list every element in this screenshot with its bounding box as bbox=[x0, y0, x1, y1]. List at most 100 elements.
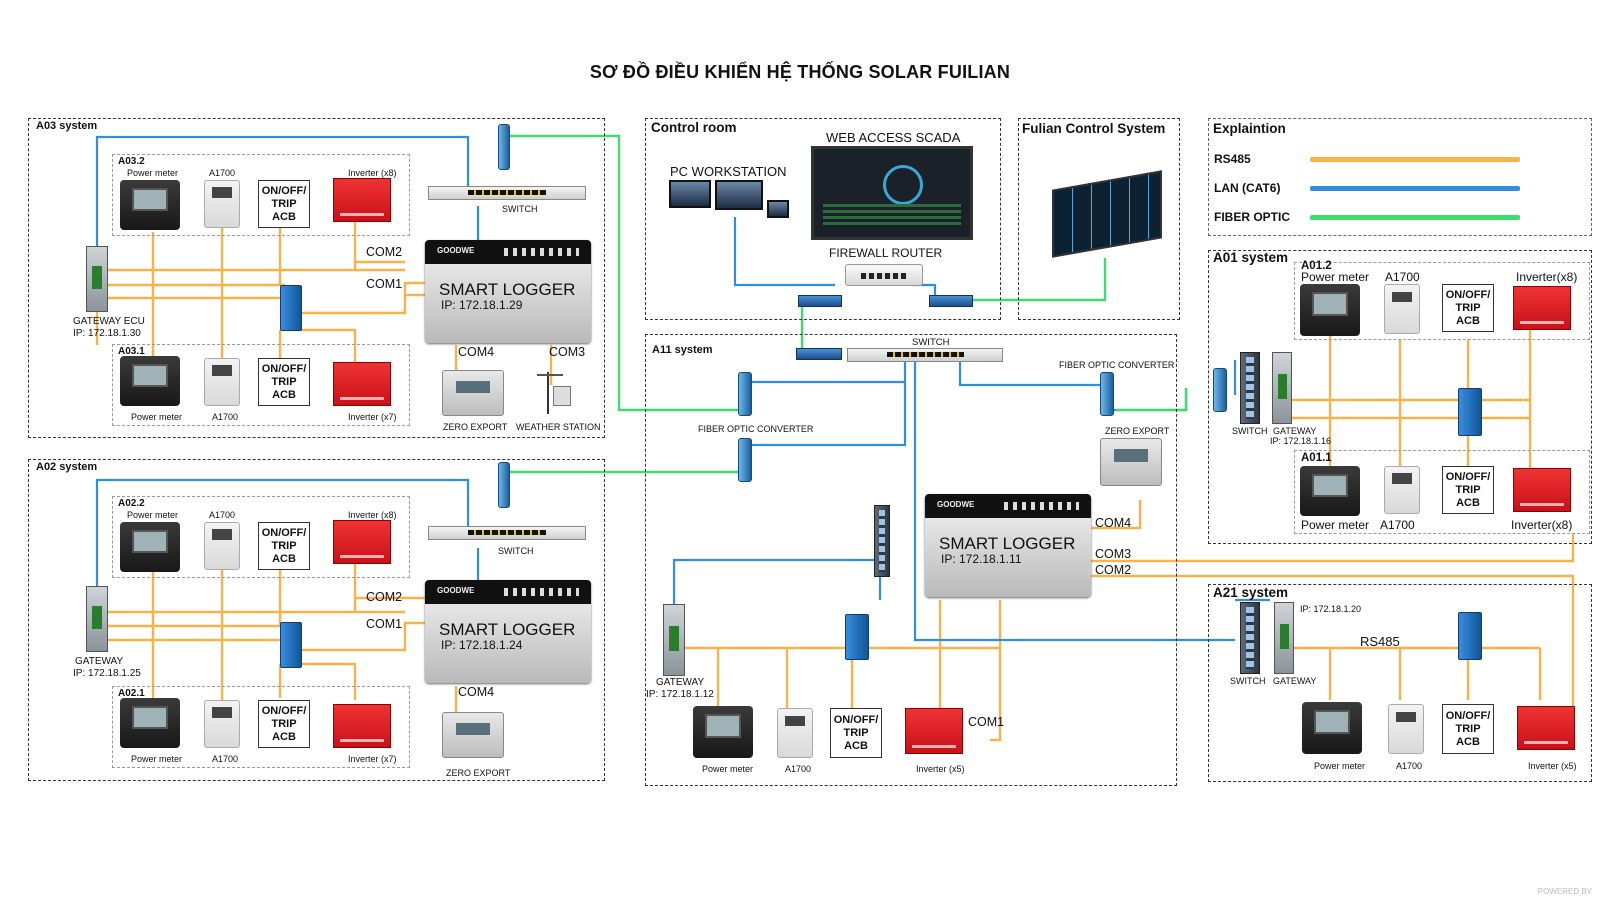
legend-title: Explaintion bbox=[1213, 121, 1286, 136]
fiber-optic-converter-icon bbox=[1213, 368, 1227, 412]
firewall-router-icon bbox=[845, 264, 923, 286]
a1700-meter-icon bbox=[1388, 704, 1424, 754]
a01-2-a1700-label: A1700 bbox=[1385, 270, 1420, 284]
fiber-optic-converter-icon bbox=[738, 438, 752, 482]
a02-system-box bbox=[28, 459, 605, 781]
a01-gateway-label: GATEWAY bbox=[1273, 426, 1317, 436]
a21-system-box bbox=[1208, 584, 1592, 782]
a1700-meter-icon bbox=[1384, 284, 1420, 334]
main-switch-icon bbox=[847, 348, 1003, 362]
a1700-meter-icon bbox=[1384, 466, 1420, 514]
gateway-icon bbox=[86, 246, 108, 312]
a01-1-box bbox=[1294, 450, 1590, 534]
power-meter-icon bbox=[120, 522, 180, 572]
a1700-meter-icon bbox=[204, 522, 240, 570]
a03-gateway-ip: IP: 172.18.1.30 bbox=[73, 328, 141, 339]
a01-2-inverter-label: Inverter(x8) bbox=[1516, 270, 1578, 284]
a03-2-power-meter-label: Power meter bbox=[127, 168, 179, 178]
acb-box: ON/OFF/ TRIP ACB bbox=[258, 180, 310, 228]
a1700-meter-icon bbox=[204, 700, 240, 748]
inverter-icon bbox=[333, 520, 391, 564]
zero-export-meter-icon bbox=[442, 712, 504, 758]
a03-1-power-meter-label: Power meter bbox=[131, 412, 183, 422]
a01-switch-label: SWITCH bbox=[1232, 426, 1268, 436]
a01-2-box bbox=[1294, 262, 1590, 340]
gateway-icon bbox=[663, 604, 685, 676]
a02-gateway-label: GATEWAY bbox=[75, 656, 124, 667]
logger-brand: GOODWE bbox=[937, 500, 975, 509]
a11-inverter-label: Inverter (x5) bbox=[916, 764, 965, 774]
a02-com2-label: COM2 bbox=[366, 590, 403, 604]
pc-workstation-label: PC WORKSTATION bbox=[670, 164, 787, 179]
a03-2-a1700-label: A1700 bbox=[209, 168, 236, 178]
zero-export-meter-icon bbox=[1100, 438, 1162, 486]
a21-switch-label: SWITCH bbox=[1230, 676, 1266, 686]
a21-power-meter-label: Power meter bbox=[1314, 761, 1366, 771]
a01-system-label: A01 system bbox=[1213, 250, 1289, 265]
a02-2-a1700-label: A1700 bbox=[209, 510, 236, 520]
a02-smart-logger: GOODWE SMART LOGGER IP: 172.18.1.24 bbox=[425, 580, 591, 683]
power-meter-icon bbox=[1300, 466, 1360, 516]
acb-box: ON/OFF/ TRIP ACB bbox=[258, 700, 310, 748]
weather-station-icon bbox=[537, 372, 577, 414]
a11-power-meter-label: Power meter bbox=[702, 764, 754, 774]
a02-1-a1700-label: A1700 bbox=[212, 754, 239, 764]
a21-rs485-label: RS485 bbox=[1360, 634, 1400, 649]
a03-zero-export-label: ZERO EXPORT bbox=[443, 422, 508, 432]
rs485-lines bbox=[95, 222, 1575, 742]
a11-system-label: A11 system bbox=[652, 344, 713, 356]
a1700-meter-icon bbox=[777, 708, 813, 758]
fiber-optic-converter-icon bbox=[1100, 372, 1114, 416]
a02-1-inverter-label: Inverter (x7) bbox=[348, 754, 397, 764]
switch-icon bbox=[428, 186, 586, 200]
a01-1-a1700-label: A1700 bbox=[1380, 518, 1415, 532]
a03-2-box bbox=[112, 154, 410, 236]
power-meter-icon bbox=[1300, 284, 1360, 336]
a21-system-label: A21 system bbox=[1213, 585, 1289, 600]
a1700-meter-icon bbox=[204, 180, 240, 228]
a02-1-label: A02.1 bbox=[118, 688, 145, 699]
a01-gateway-ip: IP: 172.18.1.16 bbox=[1270, 436, 1332, 446]
inverter-icon bbox=[333, 362, 391, 406]
a02-2-box bbox=[112, 496, 410, 578]
acb-box: ON/OFF/ TRIP ACB bbox=[1442, 284, 1494, 332]
logger-ports-icon bbox=[1004, 502, 1079, 510]
a02-2-label: A02.2 bbox=[118, 498, 145, 509]
a02-gateway-ip: IP: 172.18.1.25 bbox=[73, 668, 141, 679]
power-meter-icon bbox=[120, 698, 180, 748]
a02-1-box bbox=[112, 686, 410, 768]
a03-switch-label: SWITCH bbox=[502, 204, 538, 214]
a11-smart-logger: GOODWE SMART LOGGER IP: 172.18.1.11 bbox=[925, 494, 1091, 597]
fiber-converter-icon bbox=[798, 295, 842, 307]
fiber-media-converter-icon bbox=[498, 124, 510, 170]
fulian-control-label: Fulian Control System bbox=[1022, 121, 1166, 136]
a11-com1-label: COM1 bbox=[968, 715, 1005, 729]
acb-box: ON/OFF/ TRIP ACB bbox=[258, 522, 310, 570]
a03-1-box bbox=[112, 344, 410, 426]
fiber-converter-icon bbox=[929, 295, 973, 307]
power-meter-icon bbox=[1302, 702, 1362, 754]
a03-smart-logger: GOODWE SMART LOGGER IP: 172.18.1.29 bbox=[425, 240, 591, 343]
a11-a1700-label: A1700 bbox=[785, 764, 812, 774]
logger-name: SMART LOGGER bbox=[439, 620, 576, 639]
a02-2-inverter-label: Inverter (x8) bbox=[348, 510, 397, 520]
zero-export-meter-icon bbox=[442, 370, 504, 416]
inverter-icon bbox=[333, 178, 391, 222]
monitor-icon bbox=[715, 180, 763, 210]
a11-com4-label: COM4 bbox=[1095, 516, 1132, 530]
a21-gateway-label: GATEWAY bbox=[1273, 676, 1317, 686]
control-room-box bbox=[645, 118, 1001, 320]
a02-2-power-meter-label: Power meter bbox=[127, 510, 179, 520]
gateway-icon bbox=[1272, 352, 1292, 424]
monitor-icon bbox=[767, 200, 789, 218]
logger-ip: IP: 172.18.1.29 bbox=[441, 298, 523, 312]
a02-com1-label: COM1 bbox=[366, 617, 403, 631]
inverter-icon bbox=[333, 704, 391, 748]
power-meter-icon bbox=[693, 706, 753, 758]
inverter-icon bbox=[1517, 706, 1575, 750]
gateway-icon bbox=[86, 586, 108, 652]
legend-box bbox=[1208, 118, 1592, 236]
gateway-icon bbox=[1274, 602, 1294, 674]
inverter-icon bbox=[905, 708, 963, 754]
a01-1-inverter-label: Inverter(x8) bbox=[1511, 518, 1573, 532]
